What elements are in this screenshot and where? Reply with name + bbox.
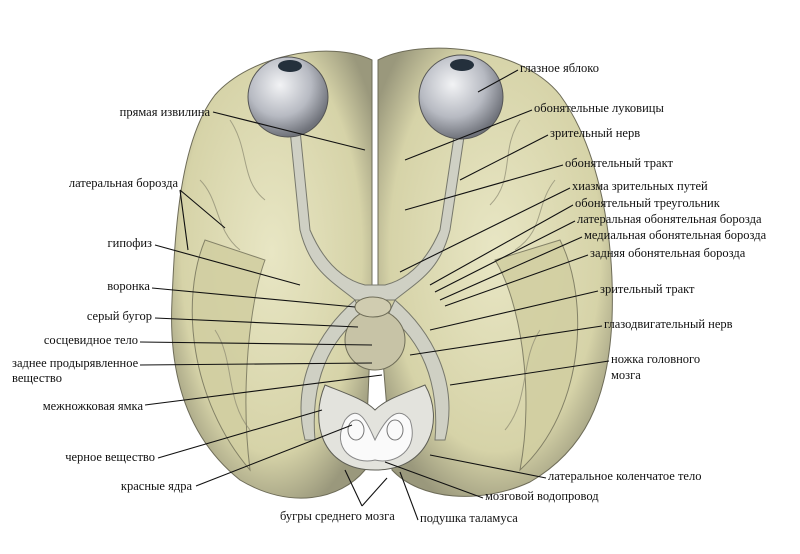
label-interpeduncular-fossa: межножковая ямка — [42, 399, 143, 413]
label-pulvinar: подушка таламуса — [420, 511, 518, 525]
label-cerebral-aqueduct: мозговой водопровод — [485, 489, 599, 503]
label-eyeball: глазное яблоко — [520, 61, 599, 75]
leader-lines — [139, 69, 610, 521]
label-olfactory-bulbs: обонятельные луковицы — [534, 101, 664, 115]
label-mammillary-body: сосцевидное тело — [43, 333, 138, 347]
temporal-lobe-left — [191, 239, 266, 472]
temporal-lobe-right — [494, 239, 579, 472]
label-midbrain-colliculi: бугры среднего мозга — [280, 509, 395, 523]
hypophysis — [354, 296, 392, 318]
label-posterior-olfactory-sulcus: задняя обонятельная борозда — [590, 246, 746, 260]
label-infundibulum: воронка — [107, 279, 150, 293]
label-optic-nerve: зрительный нерв — [550, 126, 641, 140]
label-lateral-olfactory-sulcus: латеральная обонятельная борозда — [577, 212, 762, 226]
label-medial-olfactory-sulcus: медиальная обонятельная борозда — [584, 228, 767, 242]
label-cerebral-peduncle-2: мозга — [611, 368, 641, 382]
left-eyeball — [247, 56, 329, 138]
label-lateral-sulcus: латеральная борозда — [68, 176, 178, 190]
label-hypophysis: гипофиз — [107, 236, 152, 250]
label-optic-chiasm: хиазма зрительных путей — [572, 179, 708, 193]
label-posterior-perforated-substance-2: вещество — [12, 371, 62, 385]
label-tuber-cinereum: серый бугор — [86, 309, 152, 323]
label-substantia-nigra: черное вещество — [65, 450, 155, 464]
label-olfactory-tract: обонятельный тракт — [565, 156, 673, 170]
label-gyrus-rectus: прямая извилина — [119, 105, 210, 119]
label-oculomotor-nerve: глазодвигательный нерв — [604, 317, 733, 331]
label-cerebral-peduncle: ножка головного — [611, 352, 701, 366]
label-optic-tract: зрительный тракт — [600, 282, 695, 296]
label-lateral-geniculate-body: латеральное коленчатое тело — [548, 469, 702, 483]
label-olfactory-triangle: обонятельный треугольник — [575, 196, 720, 210]
tuber-cinereum — [344, 309, 406, 371]
label-red-nuclei: красные ядра — [120, 479, 192, 493]
right-eyeball — [418, 54, 504, 140]
label-posterior-perforated-substance: заднее продырявленное — [12, 356, 139, 370]
